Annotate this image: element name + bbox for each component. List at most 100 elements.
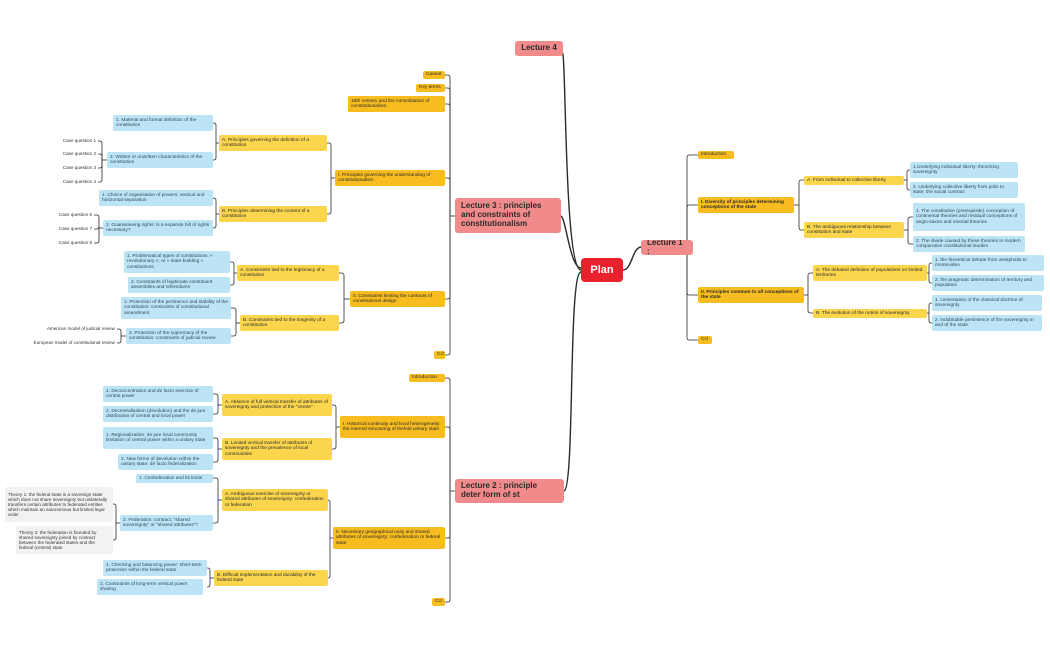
lecture-2-unity-a-leaf-2[interactable]: 2. Federation: contract, "shared soverei… xyxy=(120,515,213,531)
lecture-3-understanding-a-leaf-1[interactable]: 1. Material and formal definition of the… xyxy=(113,115,213,131)
lecture-3-contours-a-leaf-1[interactable]: 1. Problematical types of constitutions:… xyxy=(124,251,230,273)
american-model-judicial-review[interactable]: American model of judicial review xyxy=(46,326,115,332)
connector-line xyxy=(113,503,117,523)
lecture-1-common-a-leaf-1[interactable]: 1. the theoretical debate from westphali… xyxy=(932,255,1044,271)
case-question-6[interactable]: Case question 6 xyxy=(58,212,92,218)
lecture-3-contours-a-leaf-2[interactable]: 2. Constraints of legitimate constituent… xyxy=(128,277,230,293)
connector-line xyxy=(230,273,235,286)
connector-line xyxy=(332,427,337,450)
connector-line xyxy=(445,377,451,491)
connector-line xyxy=(213,500,219,524)
case-question-1[interactable]: Case question 1 xyxy=(62,138,96,144)
connector-line xyxy=(327,142,332,178)
lecture-1-diversity-branch[interactable]: I. Diversity of principles determining c… xyxy=(698,197,794,213)
lecture-2-unity-b[interactable]: B. Difficult implementation and durabili… xyxy=(214,570,328,586)
lecture-2-continuity-a[interactable]: A. Absence of full vertical transfer of … xyxy=(222,394,332,416)
connector-line xyxy=(928,313,932,324)
case-question-2[interactable]: Case question 2 xyxy=(62,151,96,157)
lecture-1-topic[interactable]: Lecture 1 : xyxy=(641,240,693,255)
lecture-3-18th-century[interactable]: 18th century and the consolidation of co… xyxy=(348,96,445,112)
connector-line xyxy=(231,323,237,337)
lecture-2-unity-a[interactable]: A. Ambiguous exercise of sovereignty or … xyxy=(222,489,328,511)
lecture-1-diversity-a[interactable]: A. From individual to collective liberty xyxy=(804,176,904,185)
connector-line xyxy=(98,160,103,169)
lecture-2-continuity-b[interactable]: B. Limited vertical transfer of attribut… xyxy=(222,438,332,460)
lecture-3-topic[interactable]: Lecture 3 : principles and constraints o… xyxy=(455,198,561,233)
connector-line xyxy=(807,272,813,295)
connector-line xyxy=(230,261,235,273)
lecture-2-continuity-a-leaf-2[interactable]: 2. Decentralisation (devolution) and the… xyxy=(103,406,213,422)
lecture-3-conclusion[interactable]: Ccl xyxy=(434,351,445,359)
lecture-1-common-b-leaf-1[interactable]: 1. contestation of the classical doctrin… xyxy=(932,295,1042,311)
lecture-1-conclusion[interactable]: Ccl xyxy=(698,336,712,344)
connector-line xyxy=(98,153,103,160)
case-question-3[interactable]: Case question 3 xyxy=(62,165,96,171)
case-question-8[interactable]: Case question 8 xyxy=(58,240,92,246)
connector-line xyxy=(807,295,813,314)
connector-line xyxy=(117,328,122,336)
lecture-2-unity-b-leaf-1[interactable]: 1. Checking and balancing power: short-t… xyxy=(103,560,207,576)
connector-line xyxy=(207,567,211,578)
european-model-constitutional-review[interactable]: European model of constitutional review xyxy=(33,340,115,346)
connector-line xyxy=(213,393,219,405)
lecture-3-contours-a[interactable]: A. Constraints tied to the legitimacy of… xyxy=(237,265,339,281)
lecture-1-diversity-b-leaf-2[interactable]: 2. The divide caused by these theories i… xyxy=(913,236,1025,252)
lecture-3-understanding-a[interactable]: A. Principles governing the definition o… xyxy=(219,135,327,151)
lecture-2-unity-branch[interactable]: II. Necessary geographical unity and sha… xyxy=(333,527,445,549)
lecture-1-common-a[interactable]: A. The debated definition of populations… xyxy=(813,265,927,281)
lecture-1-diversity-a-leaf-1[interactable]: 1.Underlying individual liberty: theoriz… xyxy=(910,162,1018,178)
case-question-4[interactable]: Case question 4 xyxy=(62,179,96,185)
lecture-1-common-b-leaf-2[interactable]: 2. indubitable persistence of the sovere… xyxy=(932,315,1042,331)
lecture-2-continuity-a-leaf-1[interactable]: 1. Deconcentration and de facto exercise… xyxy=(103,386,213,402)
lecture-1-introduction[interactable]: Introduction xyxy=(698,151,734,159)
lecture-3-understanding-b-leaf-2[interactable]: 2. Guaranteeing rights: is a separate bi… xyxy=(103,220,213,236)
connector-line xyxy=(213,122,217,143)
lecture-2-continuity-branch[interactable]: I. Historical continuity and local heter… xyxy=(340,416,445,438)
lecture-1-common-branch[interactable]: II. Principles common to all conceptions… xyxy=(698,287,804,303)
lecture-2-introduction[interactable]: Introduction xyxy=(409,374,445,382)
lecture-3-understanding-b-leaf-1[interactable]: 1. Choice of organisation of powers: ver… xyxy=(99,190,213,206)
lecture-3-contours-b-leaf-2[interactable]: 2. Protection of the supremacy of the co… xyxy=(126,328,231,344)
lecture-3-understanding-a-leaf-2[interactable]: 2. Written or unwritten characteristics … xyxy=(107,152,213,168)
connector-line xyxy=(445,491,451,539)
lecture-2-unity-a-leaf-1[interactable]: 1. Confederation and its limits xyxy=(136,474,213,483)
lecture-3-key-terms[interactable]: Key terms xyxy=(416,84,445,92)
connector-line xyxy=(94,228,100,244)
lecture-3-contours-b[interactable]: B. Constraints tied to the longevity of … xyxy=(240,315,339,331)
federal-theory-1[interactable]: Theory 1: the federal state is a soverei… xyxy=(5,487,113,522)
connector-line xyxy=(928,302,932,313)
lecture-1-common-a-leaf-2[interactable]: 2. the pragmatic determination of territ… xyxy=(932,275,1044,291)
case-question-7[interactable]: Case question 7 xyxy=(58,226,92,232)
connector-line xyxy=(445,216,451,300)
center-topic-plan[interactable]: Plan xyxy=(581,258,623,282)
main-curve-lecture-1 xyxy=(622,246,642,271)
connector-line xyxy=(686,204,698,247)
federal-theory-2[interactable]: Theory 2: the federation is founded by s… xyxy=(16,526,113,554)
lecture-1-diversity-b-leaf-1[interactable]: 1. The constitutive (prerequisite) conce… xyxy=(913,203,1025,231)
connector-line xyxy=(332,404,337,427)
connector-line xyxy=(445,491,451,603)
connector-line xyxy=(207,578,211,588)
lecture-1-common-b[interactable]: B. The evolution of the notion of sovere… xyxy=(813,309,927,318)
lecture-2-conclusion[interactable]: Ccl xyxy=(432,598,445,606)
connector-line xyxy=(445,74,451,216)
lecture-3-contours-b-leaf-1[interactable]: 1. Protection of the pertinence and stab… xyxy=(121,297,231,319)
connector-line xyxy=(213,197,217,214)
lecture-2-continuity-b-leaf-1[interactable]: 1. Regionalization: de jure local commun… xyxy=(103,427,213,449)
lecture-2-continuity-b-leaf-2[interactable]: 2. New forms of devolution within the un… xyxy=(118,454,213,470)
connector-line xyxy=(327,178,332,215)
connector-line xyxy=(113,523,117,541)
lecture-3-understanding-branch[interactable]: I. Principles governing the understandin… xyxy=(335,170,445,186)
lecture-3-caveat[interactable]: Caveat xyxy=(423,71,445,79)
lecture-4-topic[interactable]: Lecture 4 xyxy=(515,41,563,56)
lecture-3-contours-branch[interactable]: II. Constraints limiting the contours of… xyxy=(350,291,445,307)
lecture-2-unity-b-leaf-2[interactable]: 2. Constraints of long-term vertical pow… xyxy=(97,579,203,595)
connector-line xyxy=(907,216,913,230)
lecture-1-diversity-a-leaf-2[interactable]: 2. Underlying collective liberty from po… xyxy=(910,182,1018,198)
connector-line xyxy=(906,169,910,180)
lecture-3-understanding-b[interactable]: B. Principles determining the content of… xyxy=(219,206,327,222)
lecture-2-topic[interactable]: Lecture 2 : principle deter form of st xyxy=(455,479,564,503)
lecture-1-diversity-b[interactable]: B. The ambiguous relationship between co… xyxy=(804,222,904,238)
